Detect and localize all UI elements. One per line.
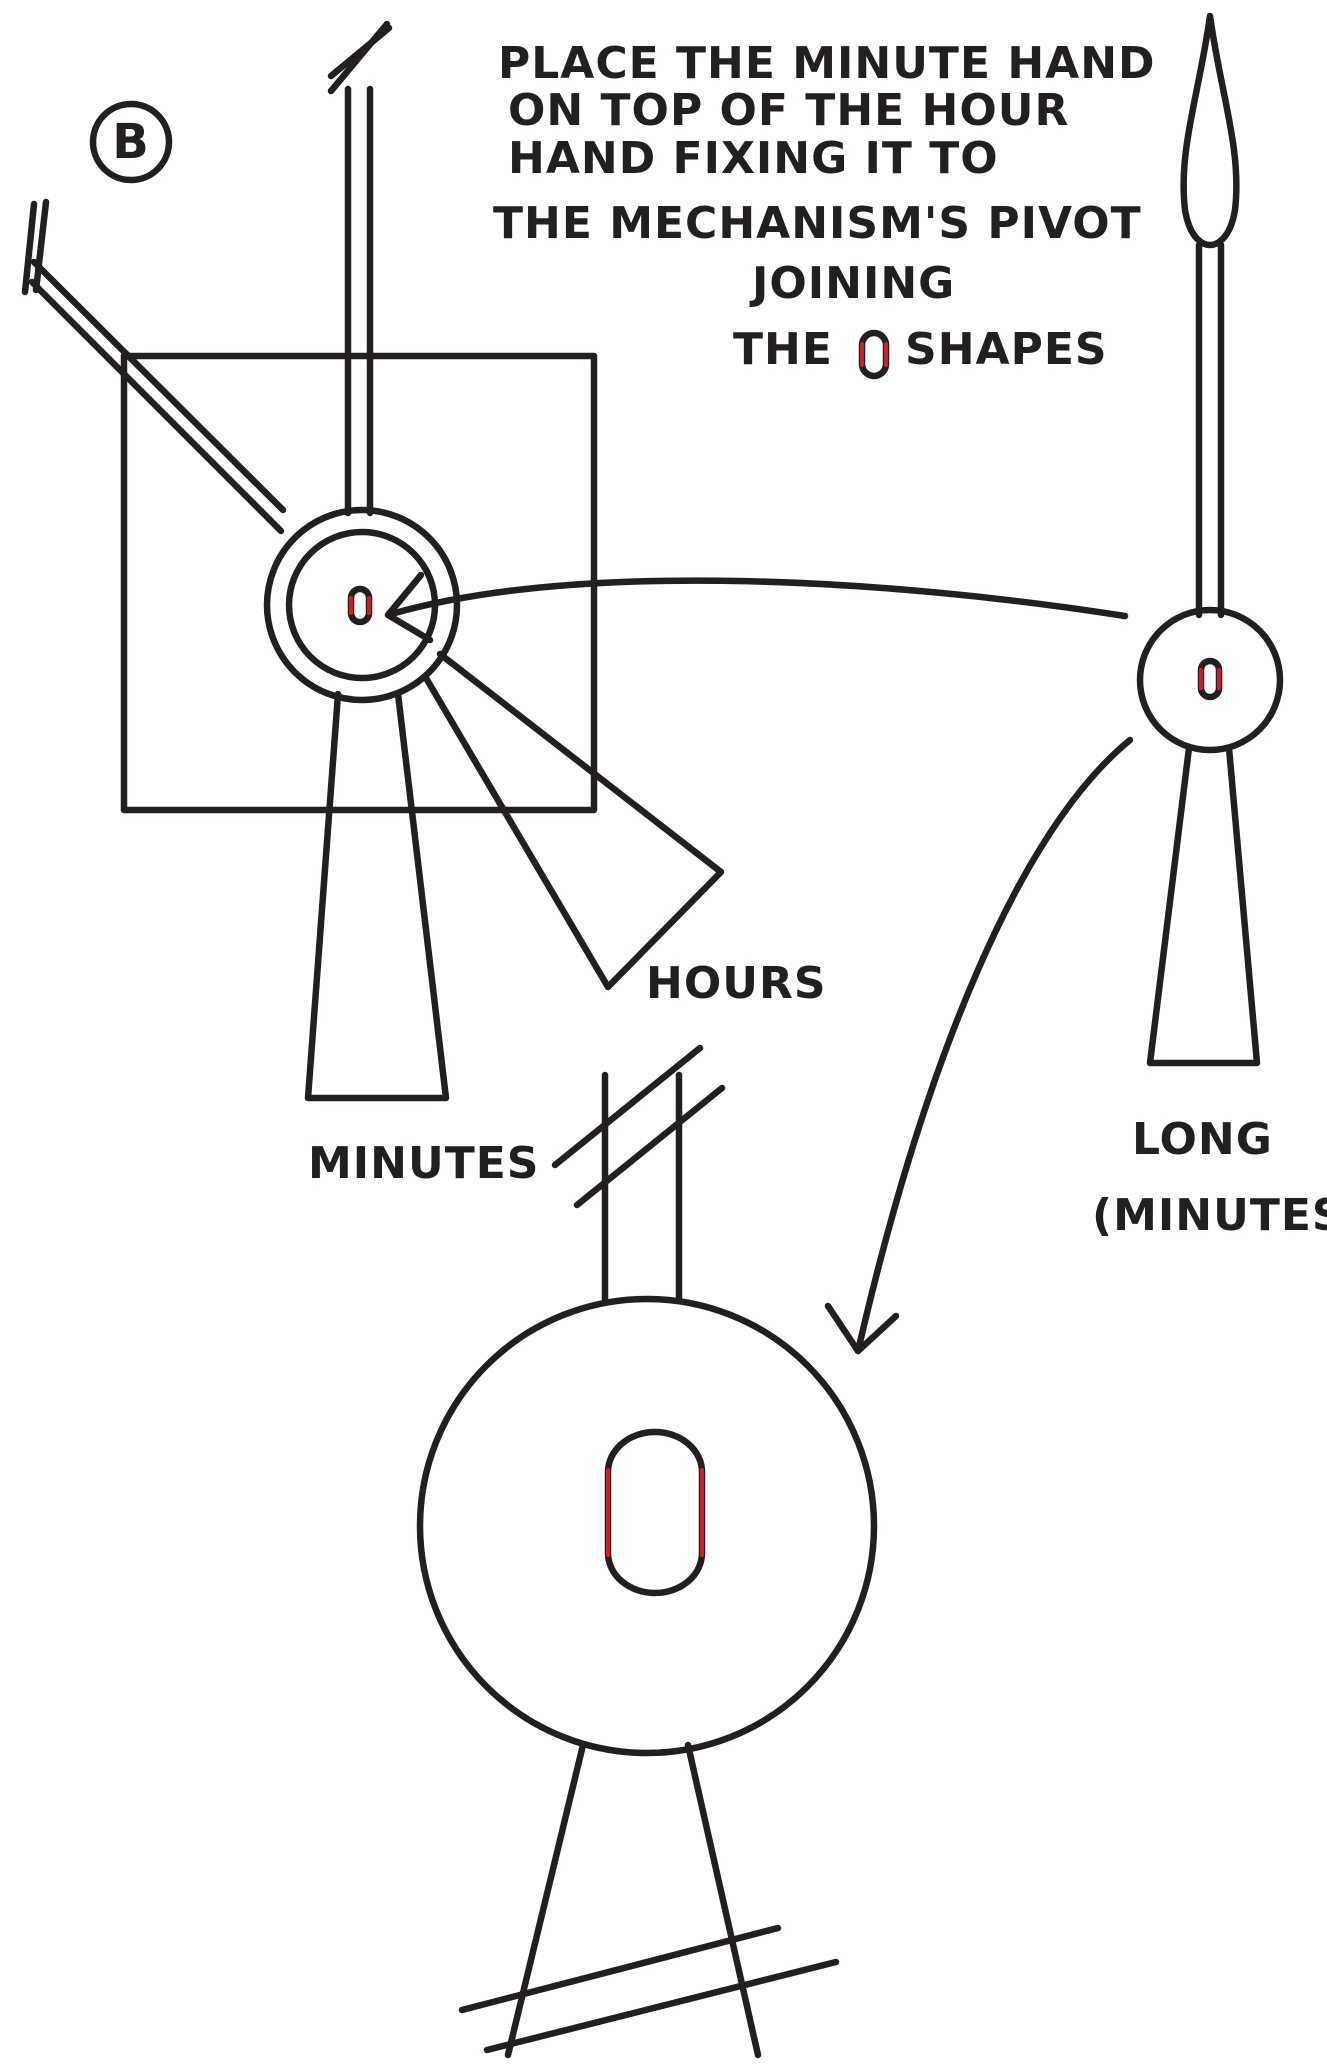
- long-minutes-label: (MINUTES): [1092, 1190, 1327, 1241]
- mount-arrow: [384, 571, 1129, 644]
- detail-arrow: [824, 736, 1134, 1355]
- instruction-line-6-after: SHAPES: [905, 324, 1108, 375]
- instruction-line-4: THE MECHANISM'S PIVOT: [493, 198, 1142, 249]
- loose-minute-hand: [1136, 12, 1284, 1067]
- instruction-line-6-before: THE: [733, 324, 833, 375]
- mounted-long-needle: [327, 20, 393, 517]
- instruction-line-2: ON TOP OF THE HOUR: [508, 85, 1069, 136]
- step-marker: B: [89, 100, 173, 184]
- slot-shape-icon: [858, 329, 890, 380]
- instruction-line-3: HAND FIXING IT TO: [508, 133, 999, 184]
- hub-detail: [416, 1044, 878, 2059]
- mechanism-hub: [263, 506, 461, 704]
- instruction-line-5: JOINING: [749, 258, 955, 309]
- long-label: LONG: [1132, 1114, 1273, 1165]
- minutes-label: MINUTES: [308, 1138, 539, 1189]
- mounted-minute-hand: [304, 690, 450, 1102]
- instruction-text: PLACE THE MINUTE HAND ON TOP OF THE HOUR…: [493, 38, 1156, 380]
- instruction-line-1: PLACE THE MINUTE HAND: [498, 38, 1156, 89]
- mounted-second-hand: [21, 198, 287, 535]
- mounted-hour-hand: [422, 650, 725, 991]
- hours-label: HOURS: [646, 958, 827, 1009]
- step-label: B: [112, 114, 150, 170]
